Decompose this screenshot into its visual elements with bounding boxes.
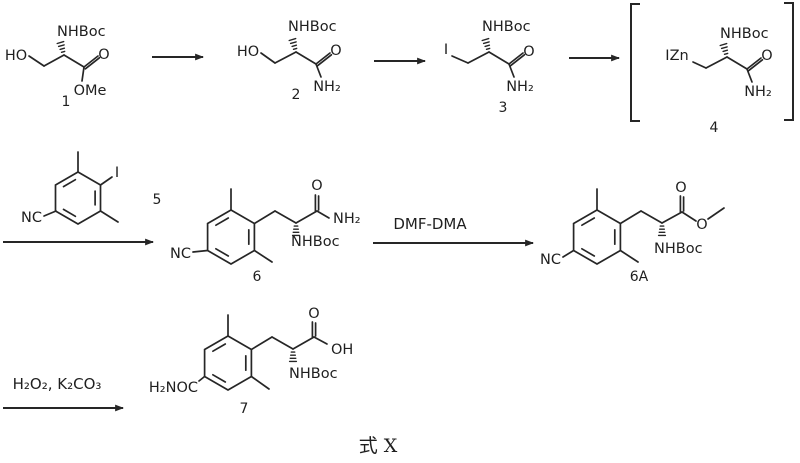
compound-number-6a: 6A	[630, 269, 649, 285]
atom-label-nh2: NH₂	[333, 211, 361, 227]
methyl-bond	[99, 210, 119, 223]
atom-label-nhboc: NHBoc	[720, 26, 769, 42]
stereo-hash-wedge	[288, 351, 298, 363]
stereo-hash-wedge	[288, 37, 298, 50]
reaction-arrow-6-6a: DMF-DMA	[373, 215, 535, 247]
atom-label-o: O	[311, 178, 322, 194]
atom-label-nhboc: NHBoc	[288, 19, 337, 35]
benzene-ring	[203, 335, 253, 391]
methyl-bond	[250, 375, 270, 390]
atom-label-nhboc: NHBoc	[482, 19, 531, 35]
stereo-hash-wedge	[657, 225, 667, 237]
compound-5: I NC 5	[21, 151, 162, 226]
compound-7: O OH NHBoc H₂NOC 7	[149, 306, 353, 417]
atom-label-oh: OH	[331, 342, 353, 358]
compound-number-4: 4	[710, 120, 719, 136]
stereo-hash-wedge	[56, 40, 66, 53]
stereo-hash-wedge	[481, 37, 491, 50]
atom-label-izn: IZn	[665, 48, 688, 64]
scheme-caption: 式 X	[359, 435, 398, 457]
atom-label-nc: NC	[170, 246, 191, 262]
atom-label-o-carbonyl: O	[675, 180, 686, 196]
stereo-hash-wedge	[291, 225, 301, 237]
atom-label-nh2: NH₂	[506, 79, 534, 95]
stereo-hash-wedge	[719, 42, 729, 55]
compound-6: O NH₂ NHBoc NC 6	[170, 178, 361, 285]
atom-label-nh2: NH₂	[744, 84, 772, 100]
atom-label-o: O	[523, 44, 534, 60]
reagent-label-dmf-dma: DMF-DMA	[393, 215, 467, 233]
compound-number-2: 2	[292, 87, 301, 103]
atom-label-o: O	[98, 47, 109, 63]
bracket-left	[630, 3, 640, 122]
compound-4: IZn NHBoc O NH₂ 4	[630, 2, 794, 136]
atom-label-nhboc: NHBoc	[57, 24, 106, 40]
atom-label-i: I	[444, 42, 448, 58]
atom-label-nh2: NH₂	[313, 79, 341, 95]
compound-number-1: 1	[62, 94, 71, 110]
atom-label-h2noc: H₂NOC	[149, 380, 198, 396]
benzene-ring	[206, 209, 256, 265]
methyl-bond	[619, 249, 639, 263]
methyl-bond	[707, 207, 725, 220]
atom-label-nhboc: NHBoc	[291, 234, 340, 250]
atom-label-nc: NC	[21, 210, 42, 226]
compound-1: HO NHBoc O OMe 1	[5, 24, 110, 110]
atom-label-o: O	[330, 43, 341, 59]
atom-label-nc: NC	[540, 252, 561, 268]
atom-label-nhboc: NHBoc	[289, 366, 338, 382]
atom-label-ho: HO	[5, 48, 27, 64]
atom-label-ome: OMe	[74, 83, 107, 99]
compound-number-6: 6	[253, 269, 262, 285]
benzene-ring	[572, 209, 622, 265]
atom-label-o-ester: O	[696, 217, 707, 233]
reaction-arrow-6a-7: H₂O₂, K₂CO₃	[3, 375, 125, 412]
bracket-right	[784, 2, 794, 121]
compound-number-7: 7	[240, 401, 249, 417]
atom-label-o: O	[308, 306, 319, 322]
benzene-ring	[54, 171, 102, 225]
atom-label-ho: HO	[237, 44, 259, 60]
reagent-label-h2o2-k2co3: H₂O₂, K₂CO₃	[13, 375, 102, 393]
compound-3: I NHBoc O NH₂ 3	[444, 19, 535, 116]
compound-6a: O O NHBoc NC 6A	[540, 180, 725, 285]
compound-2: HO NHBoc O NH₂ 2	[237, 19, 342, 103]
atom-label-i: I	[115, 165, 119, 181]
compound-number-3: 3	[499, 100, 508, 116]
compound-number-5: 5	[153, 192, 162, 208]
atom-label-o: O	[761, 48, 772, 64]
methyl-bond	[253, 249, 273, 263]
atom-label-nhboc: NHBoc	[654, 241, 703, 257]
